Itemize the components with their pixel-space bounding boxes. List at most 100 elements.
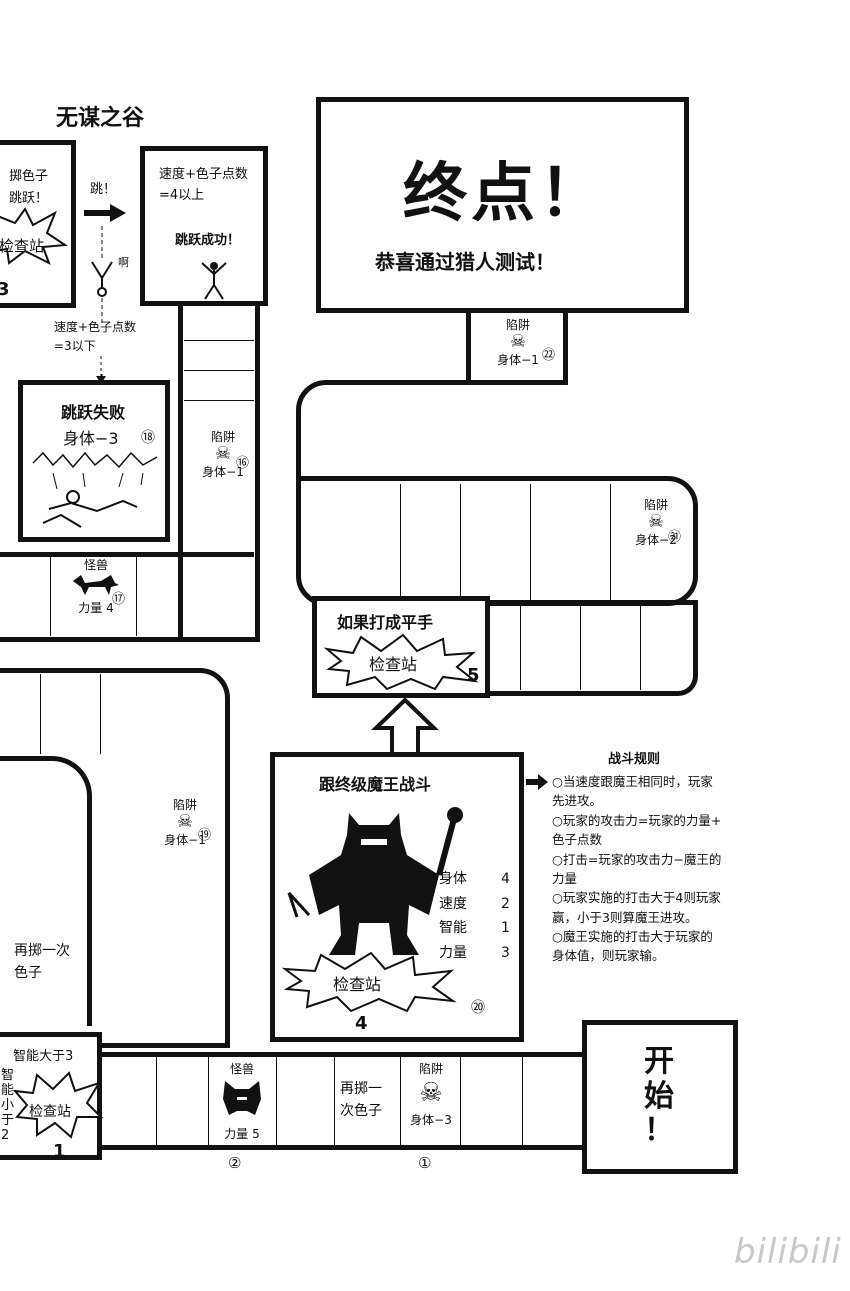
rule-line: ○当速度跟魔王相同时，玩家 bbox=[552, 774, 713, 789]
rule-line: ○玩家实施的打击大于4则玩家 bbox=[552, 890, 721, 906]
falling-figure-icon bbox=[91, 226, 113, 376]
path-cell bbox=[136, 556, 137, 636]
monster-icon bbox=[223, 1081, 261, 1115]
path-cell bbox=[100, 674, 101, 754]
fail-effect: 身体−3 bbox=[63, 429, 119, 448]
path-cell bbox=[400, 484, 401, 600]
monster-17: 怪兽 力量 4 bbox=[56, 556, 136, 616]
rule-line: 力量 bbox=[552, 870, 578, 886]
rule-line: 色子点数 bbox=[552, 832, 603, 848]
path-cell bbox=[184, 400, 254, 401]
path-cell bbox=[610, 484, 611, 600]
trap-16-num: ⑯ bbox=[236, 456, 250, 471]
checkpoint3-burst bbox=[0, 207, 68, 266]
path-row-monster bbox=[0, 552, 254, 642]
path-cell bbox=[522, 1056, 523, 1146]
trap-effect: 身体−1 bbox=[164, 833, 206, 847]
trap-effect: 身体−1 bbox=[202, 465, 244, 479]
checkpoint1-cond-top: 智能大于3 bbox=[13, 1049, 74, 1064]
trap-label: 陷阱 bbox=[210, 430, 235, 444]
monster-label: 怪兽 bbox=[83, 558, 108, 572]
monster-effect: 力量 5 bbox=[224, 1127, 260, 1141]
path-cell bbox=[156, 1056, 157, 1146]
arrow-right-icon bbox=[84, 204, 126, 222]
success-cond-line2: =4以上 bbox=[159, 187, 205, 203]
reroll-bottom: 再掷一 次色子 bbox=[340, 1078, 382, 1123]
trap-bottom: 陷阱 ☠ 身体−3 bbox=[402, 1060, 460, 1128]
rule-line: 赢，小于3则算魔王进攻。 bbox=[552, 909, 698, 925]
jump-label: 跳！ bbox=[90, 182, 117, 197]
path-cell bbox=[580, 606, 581, 690]
fail-cond-line1: 速度+色子点数 bbox=[54, 320, 137, 334]
path-cell bbox=[640, 606, 641, 690]
skull-icon: ☠ bbox=[176, 811, 194, 832]
skull-icon: ☠ bbox=[647, 511, 665, 532]
arrow-up-icon bbox=[371, 697, 439, 756]
checkpoint1-cond-side: 智能 小于 2 bbox=[1, 1068, 15, 1143]
trap-16: 陷阱 ☠ 身体−1 bbox=[192, 428, 254, 480]
trap-label: 陷阱 bbox=[418, 1062, 443, 1076]
skull-icon: ☠ bbox=[214, 443, 232, 464]
checkpoint1-label: 检查站 bbox=[29, 1104, 71, 1120]
path-lower-row bbox=[470, 600, 698, 696]
arrow-right-icon bbox=[526, 774, 548, 790]
path-bottom-row bbox=[96, 1052, 588, 1150]
fail-title: 跳跃失败 bbox=[61, 403, 126, 422]
reroll-bottom-line1: 再掷一 bbox=[340, 1081, 382, 1097]
monster-17-num: ⑰ bbox=[112, 592, 126, 607]
jump-success-box: 速度+色子点数 =4以上 跳跃成功！ bbox=[140, 146, 268, 306]
tie-checkpoint-burst bbox=[323, 633, 479, 691]
path-left-mid bbox=[0, 668, 230, 1048]
path-cell bbox=[276, 1056, 277, 1146]
reroll-left: 再掷一次 色子 bbox=[14, 940, 70, 985]
watermark: bilibili bbox=[734, 1232, 842, 1272]
battle-rules-title: 战斗规则 bbox=[608, 752, 661, 767]
trap-effect: 身体−3 bbox=[410, 1112, 452, 1127]
start-box: 开 始 ！ bbox=[582, 1020, 738, 1174]
trap-label: 陷阱 bbox=[643, 498, 668, 512]
start-char: ！ bbox=[644, 1113, 674, 1148]
trap-22-num: ㉒ bbox=[542, 348, 556, 363]
trap-label: 陷阱 bbox=[505, 318, 530, 332]
boss-checkpoint-num: 4 bbox=[355, 1013, 368, 1034]
path-cell bbox=[208, 1056, 209, 1146]
path-cell bbox=[460, 1056, 461, 1146]
fail-condition: 速度+色子点数 =3以下 bbox=[54, 318, 136, 356]
checkpoint1-num: 1 bbox=[53, 1141, 66, 1162]
checkpoint3-label: 检查站 bbox=[0, 237, 45, 255]
boss-title: 跟终级魔王战斗 bbox=[319, 775, 432, 794]
boss-num: ⑳ bbox=[471, 1000, 485, 1016]
path-cell bbox=[184, 370, 254, 371]
trap-effect: 身体−1 bbox=[497, 353, 539, 367]
stick-figure-icon bbox=[201, 262, 227, 300]
jump-fail-box: 跳跃失败 身体−3 ⑱ bbox=[18, 380, 170, 542]
path-cell bbox=[400, 1056, 401, 1146]
rule-line: ○魔王实施的打击大于玩家的 bbox=[552, 929, 713, 944]
trap-19-num: ⑲ bbox=[198, 828, 212, 843]
fallen-figure-icon bbox=[32, 451, 158, 528]
path-cell bbox=[530, 484, 531, 600]
wolf-icon bbox=[73, 575, 119, 595]
checkpoint3-num: 3 bbox=[0, 279, 10, 300]
battle-rules-list: ○当速度跟魔王相同时，玩家 先进攻。 ○玩家的攻击力=玩家的力量+ 色子点数 ○… bbox=[552, 772, 752, 966]
dice-prompt-2: 跳跃！ bbox=[9, 191, 49, 206]
checkpoint1-box: 智能大于3 智能 小于 2 检查站 1 bbox=[0, 1032, 104, 1162]
area-title: 无谋之谷 bbox=[56, 106, 145, 131]
space-num-1: ① bbox=[418, 1154, 432, 1172]
success-cond-line1: 速度+色子点数 bbox=[159, 167, 248, 182]
fail-cond-line2: =3以下 bbox=[54, 339, 96, 354]
monster-label: 怪兽 bbox=[229, 1062, 254, 1076]
tie-title: 如果打成平手 bbox=[337, 613, 434, 632]
dice-prompt: 掷色子 bbox=[9, 169, 49, 184]
path-goal-stem bbox=[466, 308, 568, 382]
success-condition: 速度+色子点数 =4以上 bbox=[159, 165, 248, 207]
rule-line: ○打击=玩家的攻击力−魔王的 bbox=[552, 851, 722, 867]
goal-box: 终点！ 恭喜通过猎人测试！ bbox=[316, 97, 689, 313]
reroll-bottom-line2: 次色子 bbox=[340, 1103, 382, 1120]
space-num-2: ② bbox=[228, 1154, 242, 1172]
